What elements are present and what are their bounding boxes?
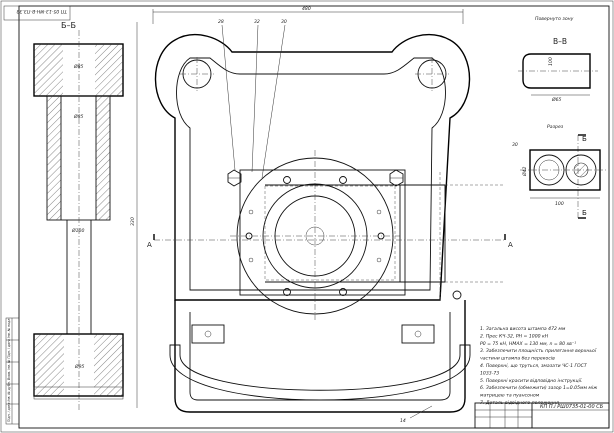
detail-dim-h: Ø42 bbox=[521, 166, 528, 177]
upper-plate bbox=[154, 33, 471, 301]
detail-circle-left bbox=[533, 154, 565, 186]
detail-header: Разрез bbox=[547, 124, 564, 130]
note-line: 5. Поверхні красити відповідно інструкці… bbox=[480, 378, 583, 384]
note-line: Р0 = 75 кН, НМАХ = 130 мм, n = 80 хв⁻¹ bbox=[480, 341, 576, 347]
die-body bbox=[239, 169, 406, 296]
main-view: 480 330 28 32 30 bbox=[130, 6, 513, 424]
nut-right bbox=[389, 169, 404, 187]
leader-label-2: 32 bbox=[254, 19, 260, 25]
vv-dim-h: 100 bbox=[548, 57, 554, 66]
section-vv-header: Повернуто зону bbox=[535, 16, 574, 22]
guide-bar bbox=[265, 184, 446, 283]
section-vv-title: В–В bbox=[553, 37, 567, 46]
bolt-hole-1 bbox=[283, 176, 291, 184]
lower-plate bbox=[174, 300, 466, 413]
title-block: КП П.і РШ0735-01-00 СБ bbox=[474, 402, 610, 429]
bolt-hole-2 bbox=[339, 176, 347, 184]
note-line: 1033-73 bbox=[480, 370, 499, 376]
left-side-strip: Підп. і дата Інв. № дубл. Взам. інв. № П… bbox=[5, 318, 20, 425]
note-line: 4. Поверхні, що труться, змазати ЧС-1 ГО… bbox=[480, 363, 588, 369]
bolt-hole-6 bbox=[377, 232, 385, 240]
svg-text:Підп. і дата Інв. № дубл.: Підп. і дата Інв. № дубл. Взам. інв. № П… bbox=[7, 318, 11, 422]
bb-dim-4: Ø95 bbox=[74, 363, 85, 370]
note-line: частини штампа без перекосів bbox=[480, 356, 555, 362]
bb-dim-1: Ø85 bbox=[73, 63, 84, 70]
handle bbox=[169, 344, 471, 401]
section-bb-title: Б–Б bbox=[61, 21, 76, 30]
leader-label-1: 28 bbox=[218, 19, 224, 25]
note-line: 1. Загальна висота штампа 472 мм bbox=[480, 326, 566, 332]
bottom-leader-label: 14 bbox=[400, 418, 406, 424]
bb-dim-2: Ø85 bbox=[73, 113, 84, 120]
note-line: матрицею та пуансоном bbox=[480, 394, 540, 399]
guide-pin-bottom bbox=[452, 290, 462, 300]
note-line: 2. Прес КЧ-32, РН = 1000 кН bbox=[480, 333, 549, 339]
leader-label-3: 30 bbox=[281, 19, 287, 25]
bolt-hole-3 bbox=[283, 288, 291, 296]
detail-view: Разрез Б Б 100 Ø42 30 bbox=[512, 124, 606, 219]
inner-frame bbox=[18, 5, 610, 429]
clamp-right bbox=[401, 324, 435, 344]
cut-a-left: А bbox=[147, 241, 152, 249]
section-vv: Повернуто зону В–В Ø65 100 bbox=[518, 16, 598, 103]
dim-top-overall: 480 bbox=[302, 6, 311, 12]
note-line: 3. Забезпечити площність прилягання верх… bbox=[480, 348, 597, 354]
cut-a-right: А bbox=[508, 241, 513, 249]
bolt-hole-4 bbox=[339, 288, 347, 296]
nut-left bbox=[227, 169, 242, 187]
vv-dim-w: Ø65 bbox=[551, 96, 562, 103]
cut-b-top: Б bbox=[582, 135, 587, 143]
detail-dim-off: 30 bbox=[512, 142, 518, 148]
technical-notes: 1. Загальна висота штампа 472 мм2. Прес … bbox=[480, 326, 598, 406]
bb-dim-3: Ø100 bbox=[71, 227, 84, 234]
detail-dim-w: 100 bbox=[555, 201, 564, 207]
clamp-left bbox=[191, 324, 225, 344]
section-bb: Б–Б Ø85 Ø85 Ø100 Ø95 bbox=[33, 21, 124, 410]
cut-b-bottom: Б bbox=[582, 209, 587, 217]
note-line: 6. Забезпечити (обмежити) зазор 1=0.05мм… bbox=[480, 385, 598, 391]
dim-left-overall: 330 bbox=[130, 217, 136, 226]
title-block-code: КП П.і РШ0735-01-00 СБ bbox=[540, 404, 604, 410]
bolt-hole-5 bbox=[245, 232, 253, 240]
top-stamp-box bbox=[3, 5, 71, 21]
top-stamp-text: ТП 05-13-МН-В-ПЗ.ЗВ bbox=[16, 8, 67, 14]
vv-profile bbox=[522, 53, 591, 89]
